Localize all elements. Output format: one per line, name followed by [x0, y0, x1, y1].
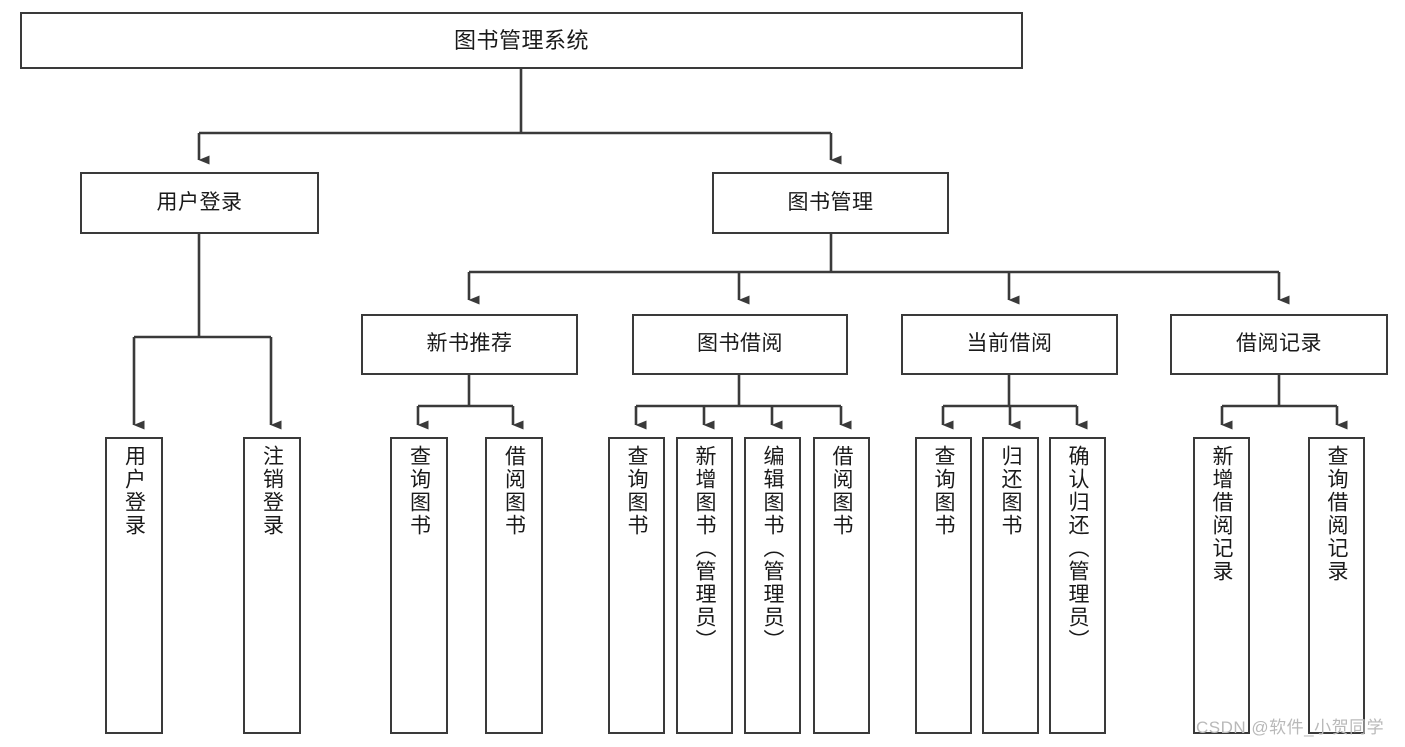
node-label: 当前借阅	[966, 332, 1053, 356]
node-label: 编辑图书（管理员）	[761, 445, 785, 652]
node-label: 查询图书	[625, 445, 649, 537]
leaf-add-record[interactable]: 新增借阅记录	[1193, 437, 1250, 734]
leaf-logout-login[interactable]: 注销登录	[243, 437, 301, 734]
node-label: 注销登录	[260, 445, 284, 537]
node-borrow-record[interactable]: 借阅记录	[1170, 314, 1388, 375]
leaf-edit-book[interactable]: 编辑图书（管理员）	[744, 437, 801, 734]
leaf-query-record[interactable]: 查询借阅记录	[1308, 437, 1365, 734]
node-label: 用户登录	[156, 190, 243, 214]
node-label: 图书借阅	[697, 332, 783, 356]
node-label: 新书推荐	[426, 332, 513, 356]
node-current-borrow[interactable]: 当前借阅	[901, 314, 1118, 375]
leaf-borrow-book-1[interactable]: 借阅图书	[485, 437, 543, 734]
node-label: 查询图书	[407, 445, 431, 537]
node-label: 用户登录	[122, 445, 146, 537]
node-label: 查询图书	[932, 445, 956, 537]
leaf-add-book[interactable]: 新增图书（管理员）	[676, 437, 733, 734]
leaf-borrow-book-2[interactable]: 借阅图书	[813, 437, 870, 734]
node-label: 借阅记录	[1236, 332, 1322, 356]
leaf-return-book[interactable]: 归还图书	[982, 437, 1039, 734]
leaf-query-book-3[interactable]: 查询图书	[915, 437, 972, 734]
node-label: 图书管理	[787, 190, 874, 214]
node-user-login[interactable]: 用户登录	[80, 172, 319, 234]
leaf-confirm-return[interactable]: 确认归还（管理员）	[1049, 437, 1106, 734]
node-root-system[interactable]: 图书管理系统	[20, 12, 1023, 69]
leaf-query-book-1[interactable]: 查询图书	[390, 437, 448, 734]
node-label: 新增借阅记录	[1210, 445, 1234, 583]
leaf-query-book-2[interactable]: 查询图书	[608, 437, 665, 734]
leaf-user-login[interactable]: 用户登录	[105, 437, 163, 734]
csdn-watermark: CSDN @软件_小贺同学	[1196, 718, 1385, 737]
node-label: 新增图书（管理员）	[693, 445, 717, 652]
node-new-book-recommend[interactable]: 新书推荐	[361, 314, 578, 375]
node-label: 查询借阅记录	[1325, 445, 1349, 583]
node-label: 借阅图书	[830, 445, 854, 537]
node-label: 借阅图书	[502, 445, 526, 537]
node-label: 图书管理系统	[453, 27, 589, 53]
node-label: 归还图书	[999, 445, 1023, 537]
node-book-management[interactable]: 图书管理	[712, 172, 949, 234]
node-book-borrow[interactable]: 图书借阅	[632, 314, 848, 375]
node-label: 确认归还（管理员）	[1066, 445, 1090, 652]
